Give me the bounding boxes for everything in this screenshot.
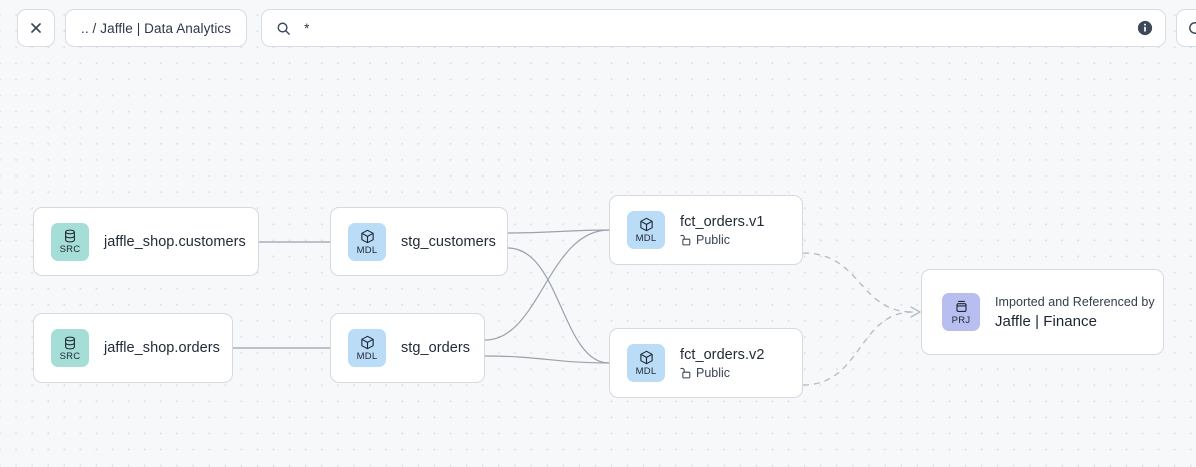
- node-title: jaffle_shop.customers: [104, 233, 246, 250]
- edge-arrowhead-project: [910, 306, 921, 318]
- search-field[interactable]: [261, 9, 1167, 47]
- node-body: jaffle_shop.orders: [104, 340, 220, 356]
- unlock-icon: [680, 367, 691, 378]
- badge-label: MDL: [635, 233, 657, 244]
- node-body: stg_customers: [401, 234, 496, 250]
- node-visibility-label: Public: [696, 232, 731, 247]
- badge-label: SRC: [59, 350, 81, 362]
- cube-icon: [360, 229, 374, 243]
- package-icon: [955, 300, 967, 312]
- badge-label: MDL: [356, 351, 378, 362]
- refresh-button[interactable]: [1176, 9, 1196, 47]
- badge-src: SRC: [51, 222, 89, 261]
- node-body: Imported and Referenced by Jaffle | Fina…: [995, 295, 1155, 330]
- edge-stgorders-fctv1: [484, 229, 610, 341]
- edge-stgorders-fctv2: [484, 355, 610, 364]
- graph-node-stg-customers[interactable]: MDL stg_customers: [330, 207, 508, 276]
- node-title: stg_orders: [401, 340, 471, 356]
- close-button[interactable]: [17, 9, 55, 47]
- badge-src: SRC: [51, 329, 89, 367]
- edge-stgcustomers-fctv1: [507, 229, 610, 234]
- badge-label: PRJ: [951, 315, 971, 326]
- badge-label: MDL: [356, 244, 378, 256]
- search-icon: [276, 21, 291, 36]
- breadcrumb-label: .. / Jaffle | Data Analytics: [81, 20, 232, 36]
- node-body: stg_orders: [401, 340, 470, 356]
- badge-label: SRC: [59, 244, 81, 255]
- info-icon[interactable]: [1137, 20, 1153, 36]
- node-visibility-label: Public: [696, 365, 731, 380]
- node-body: jaffle_shop.customers: [104, 234, 246, 250]
- cube-icon: [639, 217, 653, 232]
- node-visibility: Public: [680, 366, 764, 380]
- cube-icon: [639, 350, 653, 365]
- graph-node-jaffle-finance-project[interactable]: PRJ Imported and Referenced by Jaffle | …: [921, 269, 1164, 355]
- graph-node-fct-orders-v2[interactable]: MDL fct_orders.v2 Public: [609, 328, 803, 398]
- badge-mdl: MDL: [348, 222, 386, 261]
- edge-fctv2-project: [802, 311, 914, 386]
- cube-icon: [360, 335, 374, 350]
- graph-node-fct-orders-v1[interactable]: MDL fct_orders.v1 Public: [609, 195, 803, 265]
- node-body: fct_orders.v2 Public: [680, 347, 764, 380]
- node-kicker: Imported and Referenced by: [995, 294, 1155, 309]
- refresh-icon: [1189, 22, 1196, 34]
- node-title: Jaffle | Finance: [995, 312, 1097, 330]
- node-body: fct_orders.v1 Public: [680, 214, 764, 247]
- node-title: fct_orders.v2: [680, 346, 765, 363]
- badge-prj: PRJ: [942, 293, 980, 331]
- graph-node-jaffle-shop-customers[interactable]: SRC jaffle_shop.customers: [33, 207, 259, 276]
- breadcrumb[interactable]: .. / Jaffle | Data Analytics: [65, 9, 248, 47]
- unlock-icon: [680, 234, 691, 245]
- badge-label: MDL: [635, 366, 657, 377]
- edge-fctv1-project: [802, 252, 914, 313]
- badge-mdl: MDL: [627, 344, 665, 382]
- edge-stgcustomers-fctv2: [507, 247, 610, 364]
- badge-mdl: MDL: [627, 211, 665, 249]
- database-icon: [65, 229, 75, 243]
- node-title: fct_orders.v1: [680, 213, 765, 230]
- node-visibility: Public: [680, 233, 764, 247]
- close-icon: [31, 23, 41, 33]
- graph-node-stg-orders[interactable]: MDL stg_orders: [330, 313, 485, 383]
- database-icon: [65, 336, 75, 349]
- badge-mdl: MDL: [348, 329, 386, 367]
- graph-node-jaffle-shop-orders[interactable]: SRC jaffle_shop.orders: [33, 313, 233, 383]
- toolbar: .. / Jaffle | Data Analytics: [0, 0, 1196, 56]
- node-title: stg_customers: [401, 233, 496, 250]
- node-title: jaffle_shop.orders: [104, 340, 220, 356]
- search-input[interactable]: [304, 20, 1130, 36]
